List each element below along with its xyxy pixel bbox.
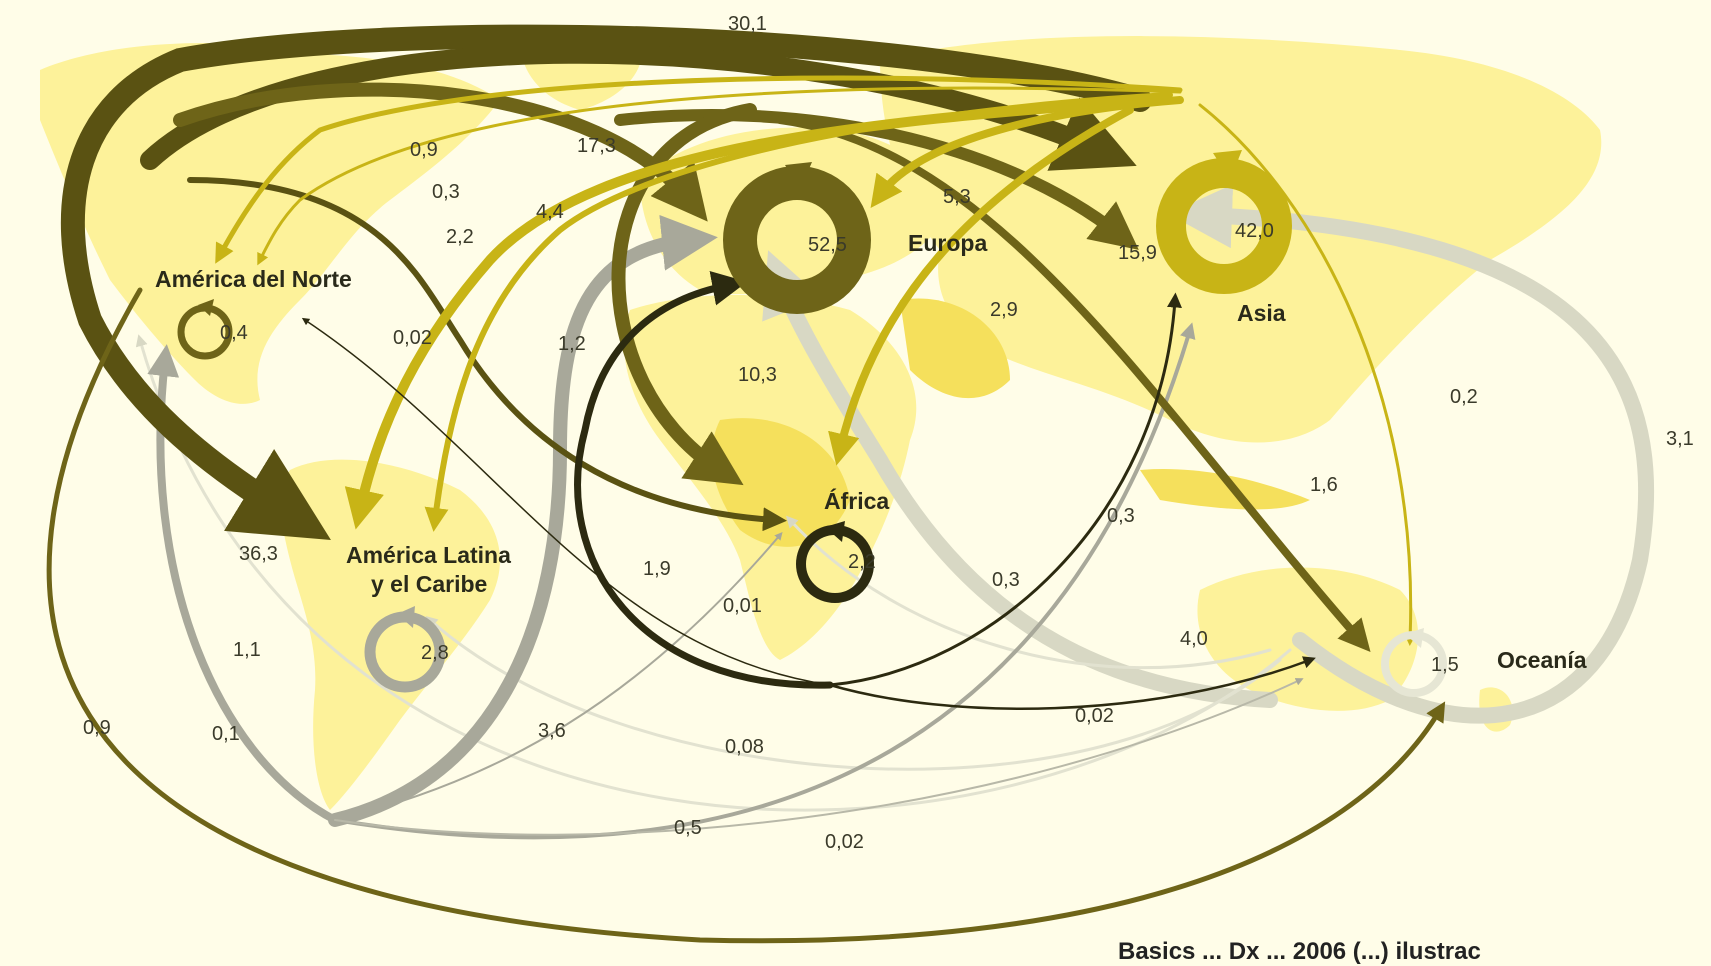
flow-latam-to-africa [334, 531, 783, 821]
flow-latam-to-oceania [334, 678, 1304, 836]
flow-arrows-layer [46, 24, 1655, 944]
region-labels-layer: América del Norte América Latina y el Ca… [155, 230, 1587, 673]
flow-latam-to-north-america [147, 344, 339, 824]
flow-africa-to-oceania [828, 656, 1316, 710]
flow-latam-to-asia [333, 322, 1196, 840]
flow-oceania-to-africa [785, 515, 1272, 670]
internal-flow-latin-america: 2,8 [421, 642, 449, 664]
region-label-latin-america-line1: América Latina [346, 542, 511, 568]
internal-flow-north-america: 0,4 [220, 322, 248, 344]
flow-value: 0,08 [725, 736, 764, 758]
internal-flow-oceania: 1,5 [1431, 654, 1459, 676]
flow-oceania-to-asia [1168, 184, 1655, 724]
flow-europe-to-oceania-4-0 [776, 116, 1371, 653]
flow-value: 17,3 [577, 135, 616, 157]
flow-north-america-to-africa [187, 177, 787, 532]
indonesia-landmass [1140, 469, 1310, 510]
flow-value: 0,1 [212, 723, 240, 745]
flow-asia-to-europe [870, 96, 1184, 208]
flow-oceania-to-latam [425, 616, 1282, 771]
flow-value: 1,2 [558, 333, 586, 355]
flow-europe-to-latam-36-3 [60, 24, 1152, 541]
flow-value: 0,02 [393, 327, 432, 349]
flow-value: 4,0 [1180, 628, 1208, 650]
flow-asia-to-north-america [215, 75, 1183, 264]
north-america-landmass [40, 43, 500, 404]
flow-asia-to-latam-2-2 [424, 92, 1173, 532]
flow-value: 36,3 [239, 543, 278, 565]
flow-north-america-to-oceania [46, 287, 1446, 944]
region-circles-layer [177, 150, 1447, 697]
flow-value: 15,9 [1118, 242, 1157, 264]
flow-value: 30,1 [728, 13, 767, 35]
flow-europe-to-africa-10-3 [611, 103, 757, 486]
flow-value: 2,2 [446, 226, 474, 248]
flow-value: 1,6 [1310, 474, 1338, 496]
flow-values-layer: 30,1 17,3 0,9 0,3 2,2 4,4 5,3 15,9 2,9 0… [83, 13, 1694, 853]
flow-value: 0,5 [674, 817, 702, 839]
flow-value: 0,3 [992, 569, 1020, 591]
flow-value: 0,01 [723, 595, 762, 617]
flow-latam-to-europe-17-3 [173, 82, 708, 222]
flow-value: 1,9 [643, 558, 671, 580]
flow-latam-to-europe [328, 214, 718, 827]
flow-oceania-to-europe [762, 250, 1278, 708]
circle-europe [723, 162, 871, 314]
flow-asia-to-africa-2-9 [828, 106, 1134, 466]
flow-africa-to-north-america [301, 317, 831, 686]
flow-asia-to-europe-15-9 [614, 108, 1139, 250]
flow-value: 3,6 [538, 720, 566, 742]
flow-value: 0,02 [825, 831, 864, 853]
flow-value: 4,4 [536, 201, 564, 223]
flow-value: 3,1 [1666, 428, 1694, 450]
flow-value: 0,2 [1450, 386, 1478, 408]
flow-value: 0,9 [410, 139, 438, 161]
flow-value: 0,3 [432, 181, 460, 203]
flow-value: 1,1 [233, 639, 261, 661]
arabia-region [900, 298, 1010, 399]
flow-africa-to-asia [828, 292, 1182, 687]
circle-north-america [177, 299, 233, 360]
flow-value: 0,02 [1075, 705, 1114, 727]
region-label-africa: África [824, 487, 889, 514]
south-america-landmass [280, 459, 500, 810]
circle-oceania [1381, 628, 1447, 697]
flow-value: 2,9 [990, 299, 1018, 321]
circle-africa [796, 521, 874, 603]
region-label-latin-america-line2: y el Caribe [371, 571, 487, 597]
internal-flow-asia: 42,0 [1235, 220, 1274, 242]
flow-asia-to-oceania-1-6 [1198, 103, 1417, 646]
region-label-north-america: América del Norte [155, 266, 352, 292]
region-label-asia: Asia [1237, 300, 1286, 326]
flow-value: 0,3 [1107, 505, 1135, 527]
internal-flow-values-layer: 0,4 2,8 52,5 2,2 42,0 1,5 [220, 220, 1459, 676]
region-label-europe: Europa [908, 230, 987, 256]
circle-asia [1156, 150, 1292, 294]
flow-value: 10,3 [738, 364, 777, 386]
flow-value: 5,3 [943, 186, 971, 208]
flow-value: 0,9 [83, 717, 111, 739]
circle-latin-america [364, 606, 446, 693]
region-label-oceania: Oceanía [1497, 647, 1587, 673]
footer-note: Basics ... Dx ... 2006 (...) ilustrac [1118, 938, 1481, 965]
flow-africa-to-europe-1-9 [574, 271, 834, 689]
flow-asia-to-north-america-small [257, 86, 1182, 266]
internal-flow-africa: 2,2 [848, 551, 876, 573]
internal-flow-europe: 52,5 [808, 234, 847, 256]
